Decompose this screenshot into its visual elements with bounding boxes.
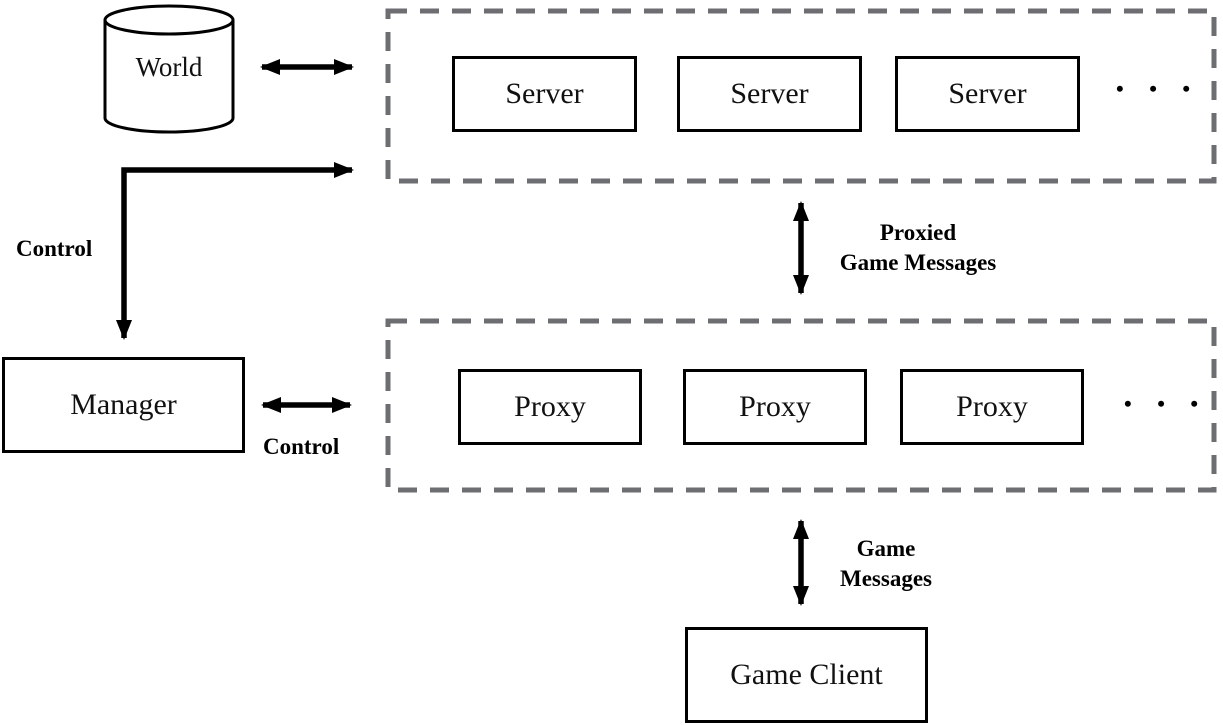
proxy-node-2: Proxy xyxy=(683,369,867,445)
proxied-messages-label-line2: Game Messages xyxy=(839,250,997,275)
control-label-side: Control xyxy=(263,434,340,459)
control-label-top: Control xyxy=(16,236,93,261)
server-node-label: Server xyxy=(948,77,1027,110)
game-client-node-label: Game Client xyxy=(730,658,883,691)
manager-node: Manager xyxy=(2,357,245,453)
proxy-ellipsis: • • • xyxy=(1124,391,1209,416)
proxy-node-3: Proxy xyxy=(900,369,1084,445)
server-ellipsis: • • • xyxy=(1116,76,1201,101)
game-client-node: Game Client xyxy=(685,627,928,723)
proxy-group-border xyxy=(385,318,1217,493)
game-messages-label: Game Messages xyxy=(786,534,986,594)
proxy-node-label: Proxy xyxy=(739,390,811,423)
server-node-1: Server xyxy=(452,56,637,132)
game-messages-label-line2: Messages xyxy=(840,566,932,591)
proxied-messages-label-line1: Proxied xyxy=(879,220,957,245)
control-elbow-arrow xyxy=(116,162,354,340)
world-database-cylinder xyxy=(103,4,235,134)
world-label: World xyxy=(135,52,203,82)
proxy-node-label: Proxy xyxy=(956,390,1028,423)
server-node-2: Server xyxy=(677,56,862,132)
proxied-messages-label: Proxied Game Messages xyxy=(808,218,1028,278)
game-messages-label-line1: Game xyxy=(856,536,916,561)
server-node-3: Server xyxy=(895,56,1080,132)
server-node-label: Server xyxy=(730,77,809,110)
server-group-border xyxy=(385,8,1217,184)
manager-node-label: Manager xyxy=(70,388,177,421)
proxy-node-1: Proxy xyxy=(458,369,642,445)
server-node-label: Server xyxy=(505,77,584,110)
proxy-node-label: Proxy xyxy=(514,390,586,423)
